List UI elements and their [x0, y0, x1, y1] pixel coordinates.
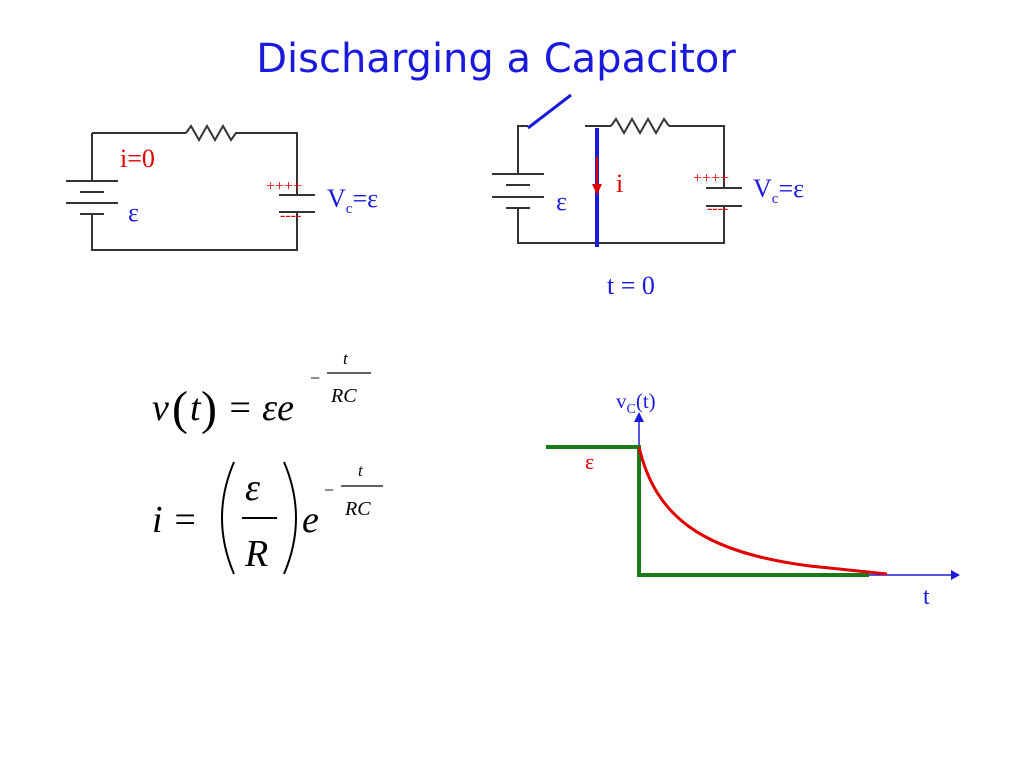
slide-title: Discharging a Capacitor — [256, 36, 736, 82]
right-circuit: i ε ++++ ---- Vc=ε t = 0 — [492, 93, 804, 300]
left-circuit: i=0 ε ++++ ---- Vc=ε — [66, 123, 378, 251]
vc-graph: vC(t) t ε — [546, 389, 960, 610]
switch-icon — [527, 93, 572, 130]
v-close-paren: ) — [201, 382, 217, 435]
left-emf-label: ε — [128, 198, 139, 227]
i-close-paren — [283, 461, 297, 575]
v-t-symbol: t — [190, 387, 202, 429]
right-circuit-wire — [517, 125, 725, 244]
i-exp-den: RC — [344, 498, 371, 520]
i-frac-den: R — [244, 533, 268, 575]
x-axis-arrow-icon — [951, 570, 960, 580]
right-vc-label: Vc=ε — [753, 174, 804, 207]
current-equation: i = ε R e − t RC — [152, 461, 383, 575]
source-voltage-step — [546, 445, 869, 577]
left-minus-signs: ---- — [280, 207, 301, 224]
right-minus-signs: ---- — [707, 200, 728, 217]
right-plus-signs: ++++ — [693, 170, 729, 187]
time-zero-label: t = 0 — [607, 271, 655, 300]
i-exp-num: t — [358, 461, 364, 480]
i-open-paren — [221, 461, 235, 575]
epsilon-level-label: ε — [585, 449, 594, 474]
right-capacitor-icon — [706, 187, 742, 207]
right-battery-icon — [492, 170, 544, 215]
left-circuit-wire — [91, 132, 298, 251]
v-exp-minus: − — [310, 368, 320, 388]
left-vc-label: Vc=ε — [327, 184, 378, 217]
i-e-symbol: e — [302, 499, 319, 541]
right-emf-label: ε — [556, 187, 567, 216]
v-exp-den: RC — [330, 385, 357, 407]
current-arrow-icon — [592, 184, 602, 195]
discharge-curve — [637, 446, 888, 576]
left-plus-signs: ++++ — [266, 178, 302, 195]
i-exp-minus: − — [324, 480, 334, 500]
left-capacitor-icon — [279, 194, 315, 213]
x-axis-label: t — [923, 584, 930, 610]
y-axis-label: vC(t) — [616, 389, 656, 417]
y-axis-arrow-icon — [634, 412, 644, 422]
left-resistor-icon — [185, 123, 240, 143]
right-resistor-icon — [610, 116, 670, 136]
voltage-equation: v ( t ) = εe − t RC — [152, 349, 371, 435]
i-lhs: i = — [152, 499, 198, 541]
left-battery-icon — [66, 170, 118, 225]
v-open-paren: ( — [172, 382, 188, 435]
v-rhs: = εe — [227, 387, 294, 429]
v-symbol: v — [152, 387, 169, 429]
i-frac-num: ε — [245, 467, 260, 509]
v-exp-num: t — [343, 349, 349, 368]
right-current-label: i — [616, 169, 623, 198]
left-current-label: i=0 — [120, 144, 155, 173]
